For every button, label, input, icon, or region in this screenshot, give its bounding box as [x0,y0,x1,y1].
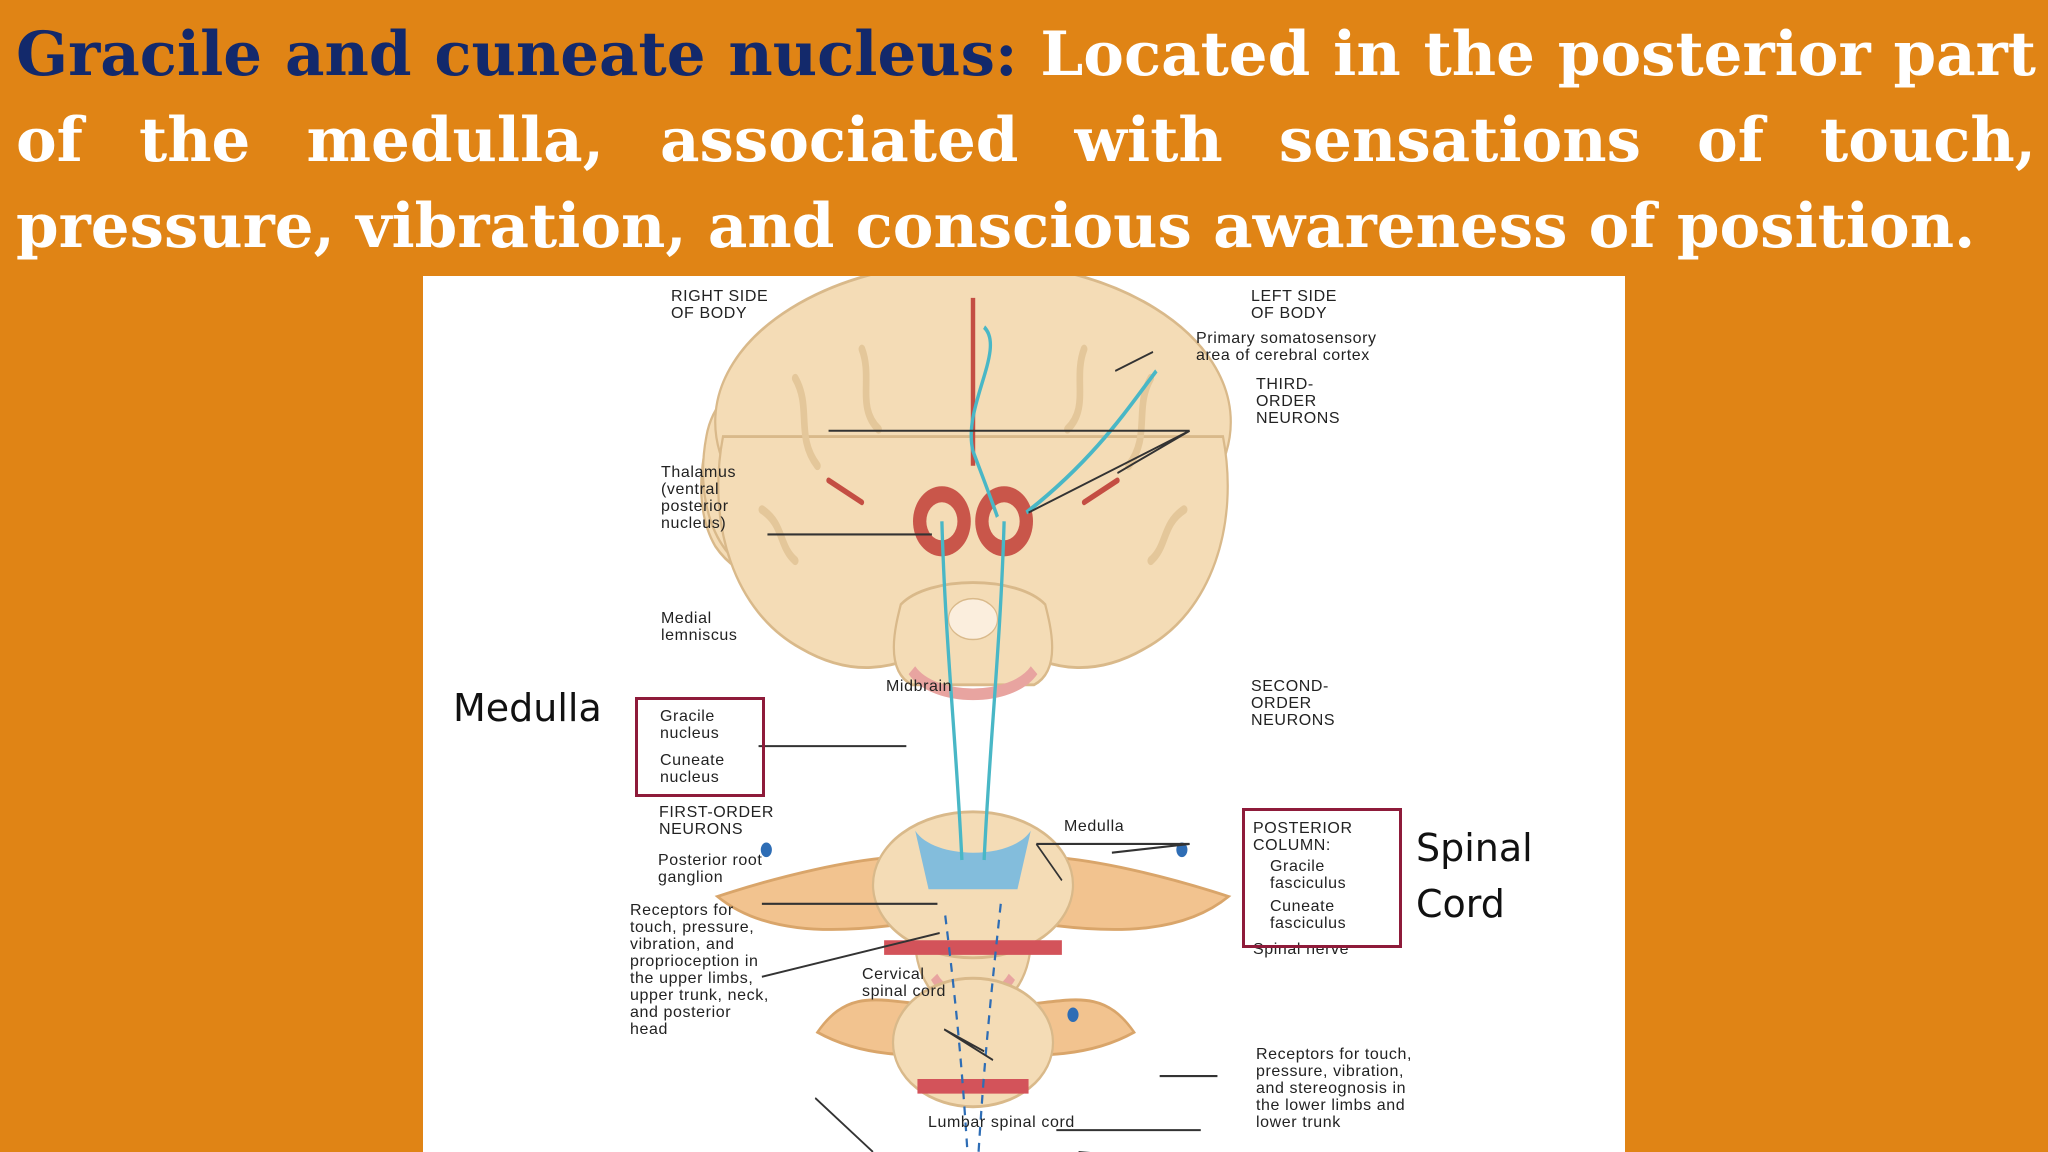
first-order-label-line: NEURONS [659,821,744,838]
receptors-lower-label: Receptors for touch,pressure, vibration,… [1256,1046,1412,1131]
posterior-column-label-line: POSTERIOR [1253,820,1353,837]
receptors-upper-label-line: vibration, and [630,936,735,953]
medulla-small-label-line: Medulla [1064,818,1125,835]
receptors-lower-label-line: lower trunk [1256,1114,1341,1131]
thalamus-label-line: nucleus) [661,515,727,532]
third-order-label-line: THIRD- [1256,376,1314,393]
cuneate-fasciculus-label-line: fasciculus [1270,915,1347,932]
cervical-label-line: Cervical [862,966,925,983]
primary-cortex-label-line: area of cerebral cortex [1196,347,1370,364]
receptors-upper-label-line: touch, pressure, [630,919,755,936]
receptors-upper-label-line: proprioception in [630,953,759,970]
left-side-label-line: LEFT SIDE [1251,288,1338,305]
posterior-column-highlight-box [1242,808,1402,948]
slide-heading: Gracile and cuneate nucleus: Located in … [16,12,2036,270]
right-side-label-line: OF BODY [671,305,748,322]
spinal-cord-annotation-line: Cord [1416,882,1505,926]
cuneate-fasciculus-label-line: Cuneate [1270,898,1335,915]
first-order-label-line: FIRST-ORDER [659,804,775,821]
posterior-root-ganglion-label-line: Posterior root [658,852,763,869]
second-order-label-line: SECOND- [1251,678,1329,695]
cerebrum-illustration [700,276,1232,670]
lumbar-label-line: Lumbar spinal cord [928,1114,1075,1131]
midbrain-label: Midbrain [886,678,952,695]
receptors-lower-label-line: Receptors for touch, [1256,1046,1413,1063]
gracile-nucleus-label-line: nucleus [660,725,720,742]
posterior-column-label-line: COLUMN: [1253,837,1331,854]
medulla-small-label: Medulla [1064,818,1124,835]
receptors-upper-label-line: Receptors for [630,902,734,919]
posterior-root-ganglion-label-line: ganglion [658,869,724,886]
receptors-lower-label-line: and stereognosis in [1256,1080,1407,1097]
gracile-cuneate-highlight-box [635,697,765,797]
left-side-label-line: OF BODY [1251,305,1328,322]
primary-cortex-label-line: Primary somatosensory [1196,330,1377,347]
cuneate-nucleus-label-line: Cuneate [660,752,725,769]
receptors-lower-label-line: pressure, vibration, [1256,1063,1405,1080]
receptors-upper-label-line: and posterior [630,1004,732,1021]
second-order-label-line: NEURONS [1251,712,1336,729]
gracile-nucleus-label-line: Gracile [660,708,715,725]
medulla-annotation: Medulla [453,686,602,730]
midbrain-illustration [892,581,1054,700]
spinal-cord-annotation-line: Spinal [1416,826,1533,870]
receptors-upper-label-line: head [630,1021,668,1038]
medial-lemniscus-label-line: lemniscus [661,627,738,644]
midbrain-label-line: Midbrain [886,678,953,695]
receptors-lower-label-line: the lower limbs and [1256,1097,1406,1114]
medial-lemniscus-label-line: Medial [661,610,712,627]
gracile-fasciculus-label-line: Gracile [1270,858,1325,875]
lumbar-cord-illustration [815,976,1136,1109]
cervical-cord-illustration [714,810,1232,960]
spinal-cord-annotation: Spinal Cord [1416,820,1533,932]
lumbar-label: Lumbar spinal cord [928,1114,1075,1131]
second-order-label-line: ORDER [1251,695,1312,712]
heading-description: Located in the posterior part of the med… [16,19,2036,262]
receptors-upper-label-line: upper trunk, neck, [630,987,769,1004]
leader-lines [758,350,1218,1152]
thalamus-label-line: posterior [661,498,729,515]
receptors-upper-label-line: the upper limbs, [630,970,754,987]
right-side-label-line: RIGHT SIDE [671,288,769,305]
thalamus-label-line: (ventral [661,481,720,498]
cuneate-nucleus-label-line: nucleus [660,769,720,786]
third-order-label-line: NEURONS [1256,410,1341,427]
thalamus-label-line: Thalamus [661,464,737,481]
heading-term: Gracile and cuneate nucleus: [16,19,1018,90]
third-order-label-line: ORDER [1256,393,1317,410]
gracile-fasciculus-label-line: fasciculus [1270,875,1347,892]
cervical-label-line: spinal cord [862,983,946,1000]
